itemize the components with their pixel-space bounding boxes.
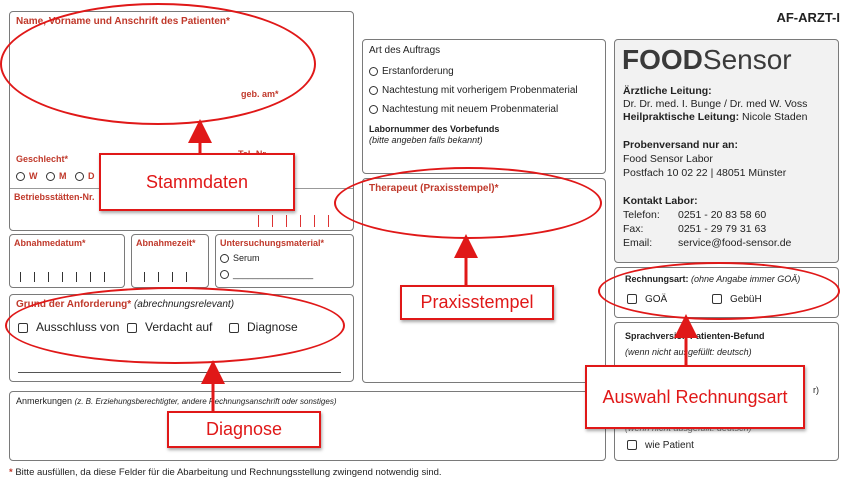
material-label: Untersuchungsmaterial*	[220, 238, 325, 248]
language-partial: r)	[813, 385, 819, 395]
phone-value: 0251 - 20 83 58 60	[678, 209, 767, 221]
billing-option-goae[interactable]: GOÄ	[627, 294, 667, 305]
radio-m[interactable]	[46, 172, 56, 182]
callout-diagnose: Diagnose	[167, 411, 321, 448]
order-option-first[interactable]: Erstanforderung	[369, 66, 454, 77]
checkbox-diagnosis[interactable]	[229, 322, 239, 333]
email-value[interactable]: service@food-sensor.de	[678, 237, 792, 249]
lab-number-label: Labornummer des Vorbefunds	[369, 124, 500, 134]
language-title: Sprachversion Patienten-Befund	[625, 331, 765, 341]
language-hint: (wenn nicht ausgefüllt: deutsch)	[625, 347, 752, 357]
medical-lead-label: Ärztliche Leitung:	[623, 85, 712, 97]
material-section: Untersuchungsmaterial* Serum ___________…	[215, 234, 354, 288]
fax-label: Fax:	[623, 223, 644, 235]
contact-label: Kontakt Labor:	[623, 195, 698, 207]
checkbox-gebueh[interactable]	[712, 294, 722, 305]
gender-label: Geschlecht*	[16, 154, 69, 164]
checkbox-goae[interactable]	[627, 294, 637, 305]
medical-lead: Dr. Dr. med. I. Bunge / Dr. med W. Voss	[623, 98, 808, 110]
reason-option-suspicion[interactable]: Verdacht auf	[127, 320, 212, 334]
gender-options[interactable]: W M D	[16, 171, 95, 182]
time-label: Abnahmezeit*	[136, 238, 196, 248]
radio-w[interactable]	[16, 172, 25, 182]
radio-retest-old[interactable]	[369, 85, 378, 95]
reason-line	[18, 372, 341, 373]
radio-d[interactable]	[75, 172, 85, 182]
order-option-retest-old[interactable]: Nachtestung mit vorherigem Probenmateria…	[369, 85, 578, 96]
shipping-line1: Food Sensor Labor	[623, 153, 713, 165]
material-option-serum[interactable]: Serum	[220, 253, 260, 264]
checkbox-suspicion[interactable]	[127, 322, 137, 333]
form-code: AF-ARZT-I	[776, 10, 840, 25]
material-option-other[interactable]: ________________	[220, 269, 313, 280]
billing-section: Rechnungsart: (ohne Angabe immer GOÄ) GO…	[614, 267, 839, 318]
order-section: Art des Auftrags Erstanforderung Nachtes…	[362, 39, 606, 174]
radio-first[interactable]	[369, 66, 378, 76]
language-option-like-patient[interactable]: wie Patient	[627, 440, 694, 451]
order-option-retest-new[interactable]: Nachtestung mit neuem Probenmaterial	[369, 104, 558, 115]
time-section[interactable]: Abnahmezeit*	[131, 234, 209, 288]
radio-retest-new[interactable]	[369, 104, 378, 114]
reason-option-diagnosis[interactable]: Diagnose	[229, 320, 298, 334]
foodsensor-logo: FOODSensor	[622, 44, 792, 75]
callout-rechnungsart: Auswahl Rechnungsart	[585, 365, 805, 429]
callout-stammdaten: Stammdaten	[99, 153, 295, 211]
phone-label: Telefon:	[623, 209, 660, 221]
reason-title: Grund der Anforderung* (abrechnungsrelev…	[16, 299, 235, 310]
radio-other[interactable]	[220, 270, 229, 280]
naturopath-line: Heilpraktische Leitung: Nicole Staden	[623, 111, 808, 123]
checkbox-exclusion[interactable]	[18, 322, 28, 333]
therapist-title: Therapeut (Praxisstempel)*	[369, 183, 499, 194]
lab-info-section: FOODSensor Ärztliche Leitung: Dr. Dr. me…	[614, 39, 839, 263]
dob-label: geb. am*	[241, 89, 279, 99]
billing-option-gebueh[interactable]: GebüH	[712, 294, 762, 305]
site-label: Betriebsstätten-Nr.	[14, 192, 95, 202]
patient-title: Name, Vorname und Anschrift des Patiente…	[16, 16, 230, 27]
date-label: Abnahmedatum*	[14, 238, 86, 248]
email-label: Email:	[623, 237, 653, 249]
reason-section: Grund der Anforderung* (abrechnungsrelev…	[9, 294, 354, 382]
therapist-section[interactable]: Therapeut (Praxisstempel)*	[362, 178, 606, 383]
reason-option-exclusion[interactable]: Ausschluss von	[18, 320, 119, 334]
lab-number-hint: (bitte angeben falls bekannt)	[369, 135, 483, 145]
footnote: * Bitte ausfüllen, da diese Felder für d…	[9, 467, 442, 478]
order-title: Art des Auftrags	[369, 45, 441, 56]
shipping-label: Probenversand nur an:	[623, 139, 738, 151]
callout-praxisstempel: Praxisstempel	[400, 285, 554, 320]
date-section[interactable]: Abnahmedatum*	[9, 234, 125, 288]
remarks-title: Anmerkungen (z. B. Erziehungsberechtigte…	[16, 396, 337, 406]
billing-title: Rechnungsart: (ohne Angabe immer GOÄ)	[625, 274, 801, 284]
radio-serum[interactable]	[220, 254, 229, 264]
checkbox-like-patient[interactable]	[627, 440, 637, 451]
shipping-line2: Postfach 10 02 22 | 48051 Münster	[623, 167, 787, 179]
fax-value: 0251 - 29 79 31 63	[678, 223, 767, 235]
